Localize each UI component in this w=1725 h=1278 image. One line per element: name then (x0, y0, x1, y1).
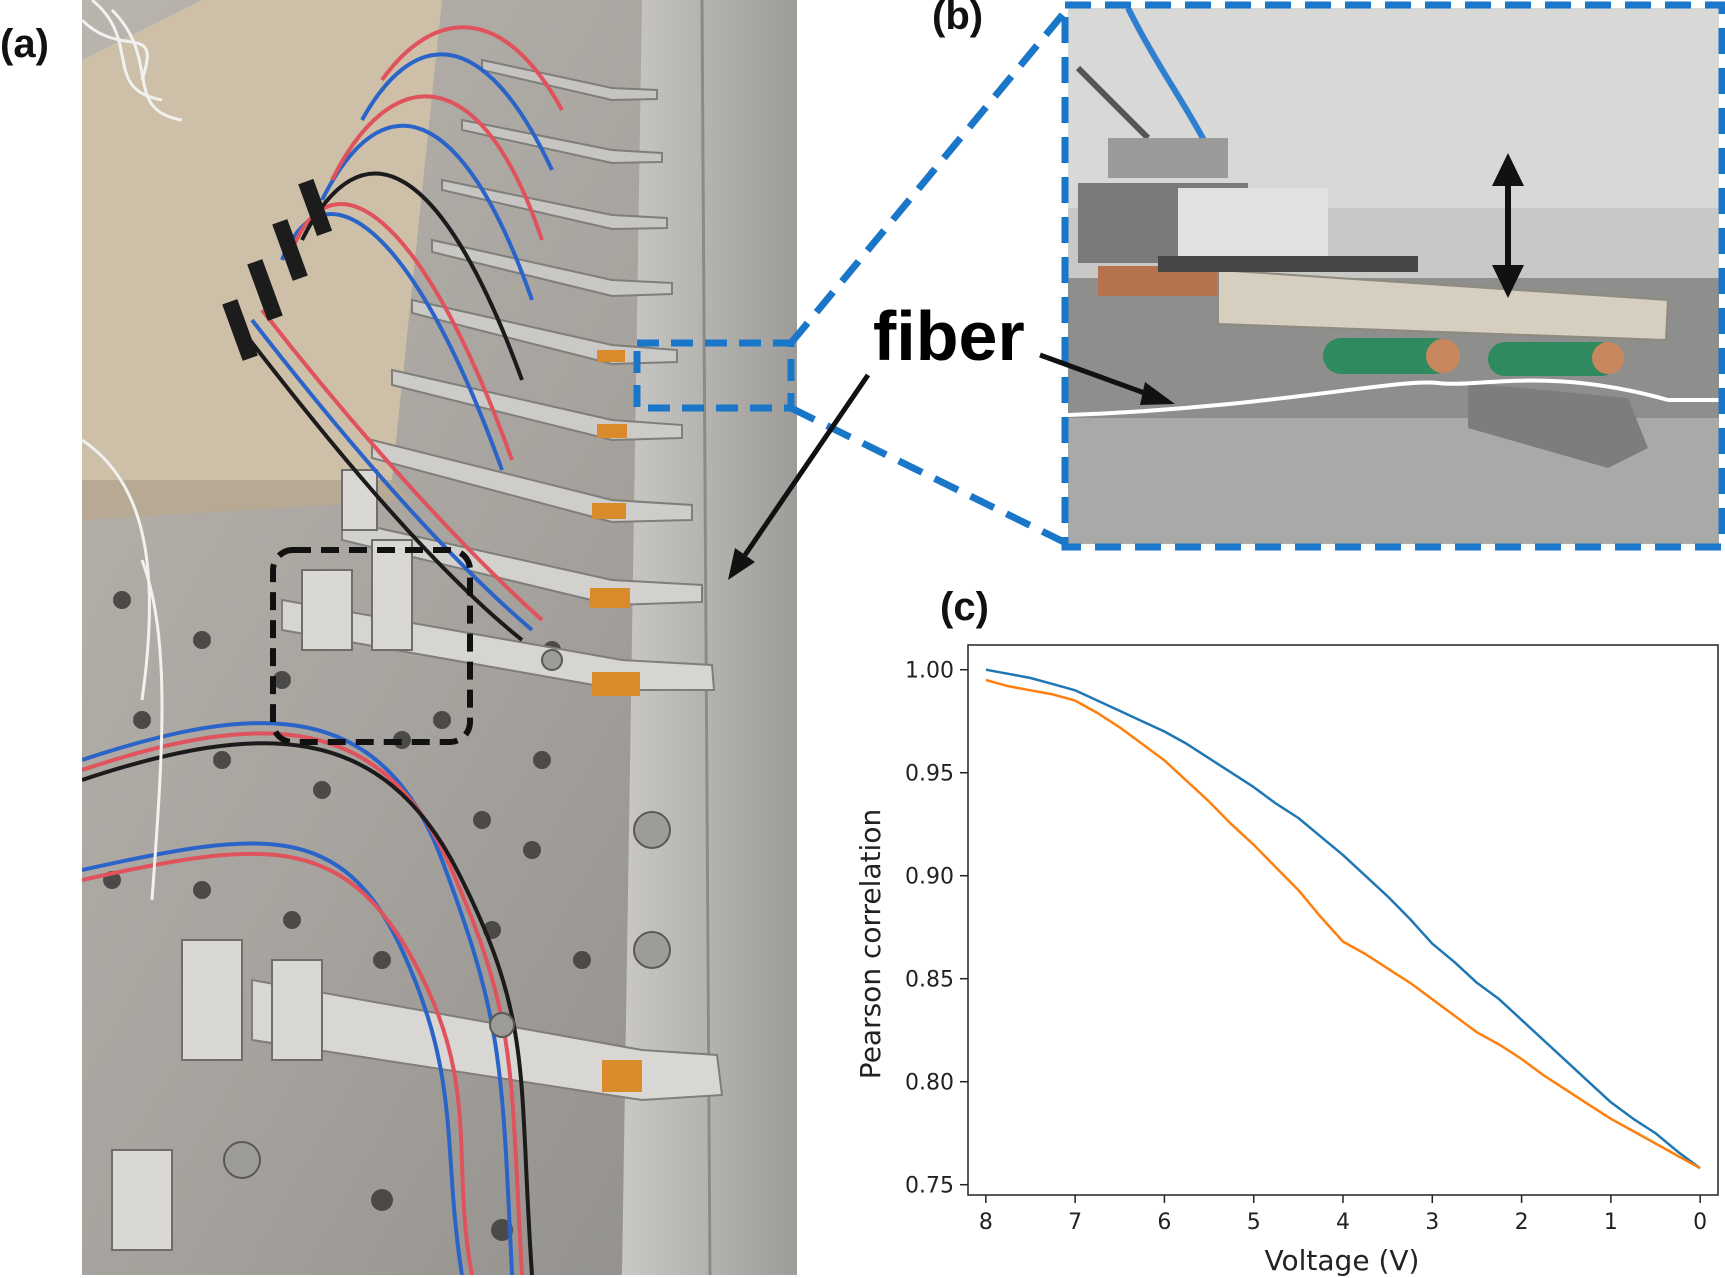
series-line-1 (985, 668, 1701, 1170)
fiber-arrow-a (742, 373, 871, 557)
x-axis-label: Voltage (V) (1265, 1244, 1420, 1277)
x-tick-label: 2 (1515, 1210, 1529, 1235)
zoom-region-box (633, 339, 795, 412)
x-tick-label: 4 (1336, 1210, 1350, 1235)
zoom-photo (1068, 8, 1719, 544)
x-tick-label: 3 (1425, 1210, 1439, 1235)
x-tick-label: 0 (1693, 1210, 1707, 1235)
fiber-label: fiber (873, 297, 1025, 375)
y-tick-label: 0.95 (905, 762, 954, 787)
y-tick-label: 1.00 (905, 659, 954, 684)
y-tick-label: 0.75 (905, 1174, 954, 1199)
panel-label-b: (b) (932, 0, 984, 38)
zoom-connector-top (788, 5, 1071, 346)
x-tick-label: 8 (979, 1210, 993, 1235)
plot-area: 8 7 6 5 4 3 2 1 0 1.00 0.95 0.90 0.85 0.80 0.75 (905, 644, 1719, 1235)
zoom-connector-bottom (789, 404, 1070, 548)
zoom-frame (1061, 1, 1725, 551)
region-box (270, 547, 473, 745)
x-tick-label: 5 (1247, 1210, 1261, 1235)
fiber-arrow-a-head (728, 548, 755, 580)
series-line-2 (985, 678, 1701, 1170)
x-tick-label: 6 (1157, 1210, 1171, 1235)
x-tick-label: 1 (1604, 1210, 1618, 1235)
y-axis-label: Pearson correlation (854, 809, 887, 1079)
fiber-arrow-b (1039, 352, 1151, 398)
x-tick-label: 7 (1068, 1210, 1082, 1235)
plot-frame (967, 644, 1719, 1196)
y-tick-label: 0.80 (905, 1071, 954, 1096)
panel-label-c: (c) (940, 585, 989, 629)
y-tick-label: 0.85 (905, 968, 954, 993)
panel-label-a: (a) (0, 22, 49, 66)
pearson-voltage-chart: 8 7 6 5 4 3 2 1 0 1.00 0.95 0.90 0.85 0.80 0.75 Voltag… (854, 644, 1719, 1277)
y-tick-label: 0.90 (905, 865, 954, 890)
fiber-arrow-b-head (1140, 382, 1175, 405)
setup-photo (82, 0, 797, 1275)
